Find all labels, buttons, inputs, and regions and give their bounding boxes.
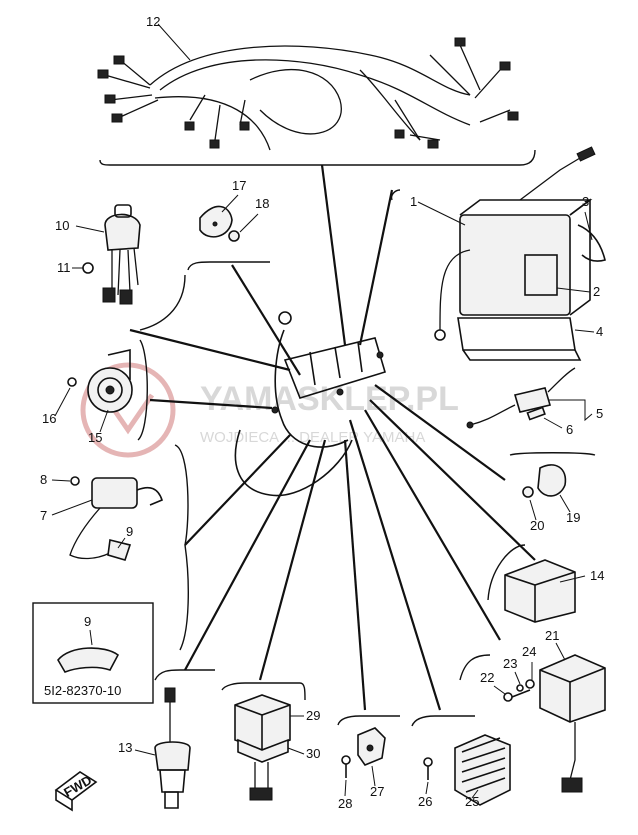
callout-21: 21: [545, 628, 559, 643]
callout-1: 1: [410, 194, 417, 209]
spark-cap: [57, 647, 120, 673]
relay-base-30: [237, 738, 289, 763]
main-switch: 10 11: [55, 204, 186, 331]
battery-vent-hose: [577, 224, 606, 262]
coil-body: [91, 477, 138, 509]
callout-12: 12: [146, 14, 160, 29]
inset-callout-9: 9: [84, 614, 91, 629]
regulator-25-26: 25 26: [411, 715, 511, 809]
callout-20: 20: [530, 518, 544, 533]
callout-25: 25: [465, 794, 479, 809]
callout-17: 17: [232, 178, 246, 193]
callout-19: 19: [566, 510, 580, 525]
callout-26: 26: [418, 794, 432, 809]
callout-16: 16: [42, 411, 56, 426]
callout-29: 29: [306, 708, 320, 723]
battery-label: [524, 254, 558, 296]
callout-2: 2: [593, 284, 600, 299]
inset-part-number: 5I2-82370-10: [44, 683, 121, 698]
battery-assembly: 1 2 3 4: [390, 146, 606, 361]
cdi-unit: 21 22 23 24: [459, 628, 606, 793]
fuse: [526, 406, 546, 421]
relay-14: [504, 559, 576, 623]
nut-18: [228, 230, 240, 242]
callout-13: 13: [118, 740, 132, 755]
callout-4: 4: [596, 324, 603, 339]
battery-body: [459, 214, 571, 316]
cover-17: [199, 205, 233, 238]
ignition-coil: 8 7 9: [40, 444, 189, 651]
callout-18: 18: [255, 196, 269, 211]
callout-8: 8: [40, 472, 47, 487]
callout-27: 27: [370, 784, 384, 799]
leader-trunks: [129, 164, 536, 711]
callout-9: 9: [126, 524, 133, 539]
callout-3: 3: [582, 194, 589, 209]
battery-pad: [457, 317, 576, 351]
switch-27-28: 27 28: [337, 715, 400, 811]
neutral-switch: 13: [118, 669, 215, 809]
unit-21: [539, 654, 606, 723]
callout-14: 14: [590, 568, 604, 583]
horn: 16 15: [42, 339, 148, 445]
callout-5: 5: [596, 406, 603, 421]
wire-harness: [97, 37, 536, 166]
cover-and-nut: 17 18: [187, 178, 270, 271]
right-cover: 19 20: [509, 452, 596, 533]
regulator-25: [454, 734, 511, 806]
callout-15: 15: [88, 430, 102, 445]
inset-box: 9 5I2-82370-10: [32, 602, 154, 704]
callout-10: 10: [55, 218, 69, 233]
fuse-holder: 5 6: [466, 367, 603, 437]
callout-24: 24: [522, 644, 536, 659]
watermark-subtitle: WOJDIECA ... DEALER YAMAHA: [200, 429, 425, 446]
callout-11: 11: [57, 260, 71, 275]
relay-29-30: 29 30: [221, 682, 320, 801]
callout-28: 28: [338, 796, 352, 811]
watermark: YAMASKLEP.PL WOJDIECA ... DEALER YAMAHA: [80, 362, 459, 458]
fwd-indicator: FWD: [54, 771, 98, 812]
watermark-logo: [80, 362, 176, 458]
relay-box: 14: [487, 544, 604, 623]
callout-23: 23: [503, 656, 517, 671]
callout-7: 7: [40, 508, 47, 523]
callout-30: 30: [306, 746, 320, 761]
watermark-title: YAMASKLEP.PL: [200, 380, 459, 418]
callout-6: 6: [566, 422, 573, 437]
callout-22: 22: [480, 670, 494, 685]
